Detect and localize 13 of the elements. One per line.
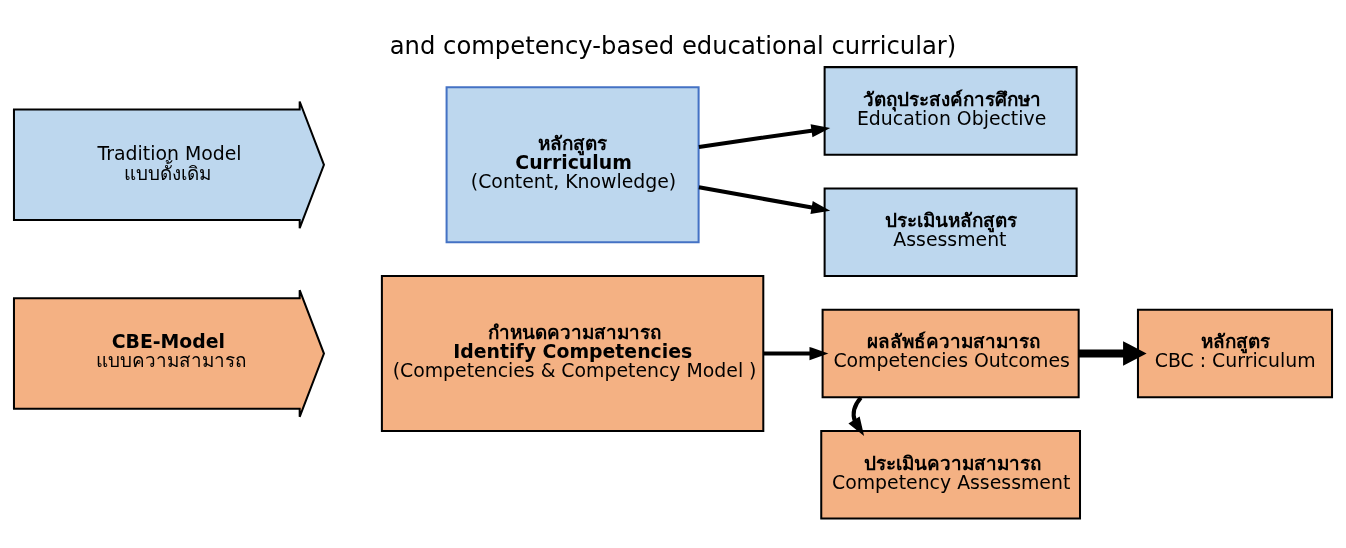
node-box: หลักสูตร Curriculum (Content, Knowledge): [445, 86, 700, 244]
node-box: ผลลัพธ์ความสามารถ Competencies Outcomes: [821, 308, 1080, 399]
arrow: [848, 396, 865, 436]
arrow: [763, 346, 829, 361]
node-box: ประเมินความสามารถ Competency Assessment: [820, 430, 1081, 520]
node-box: หลักสูตร CBC : Curriculum: [1136, 308, 1334, 399]
arrow: [1078, 341, 1147, 366]
node-box: วัตถุประสงค์การศึกษา Education Objective: [823, 66, 1078, 156]
arrow: [698, 124, 831, 149]
node-box: กำหนดความสามารถ Identify Competencies (Competencies & Competency Model ): [380, 275, 765, 432]
diagram-title: and competency-based educational curricular): [389, 31, 957, 61]
node-box: ประเมินหลักสูตร Assessment: [823, 187, 1078, 278]
arrow: [698, 185, 831, 214]
